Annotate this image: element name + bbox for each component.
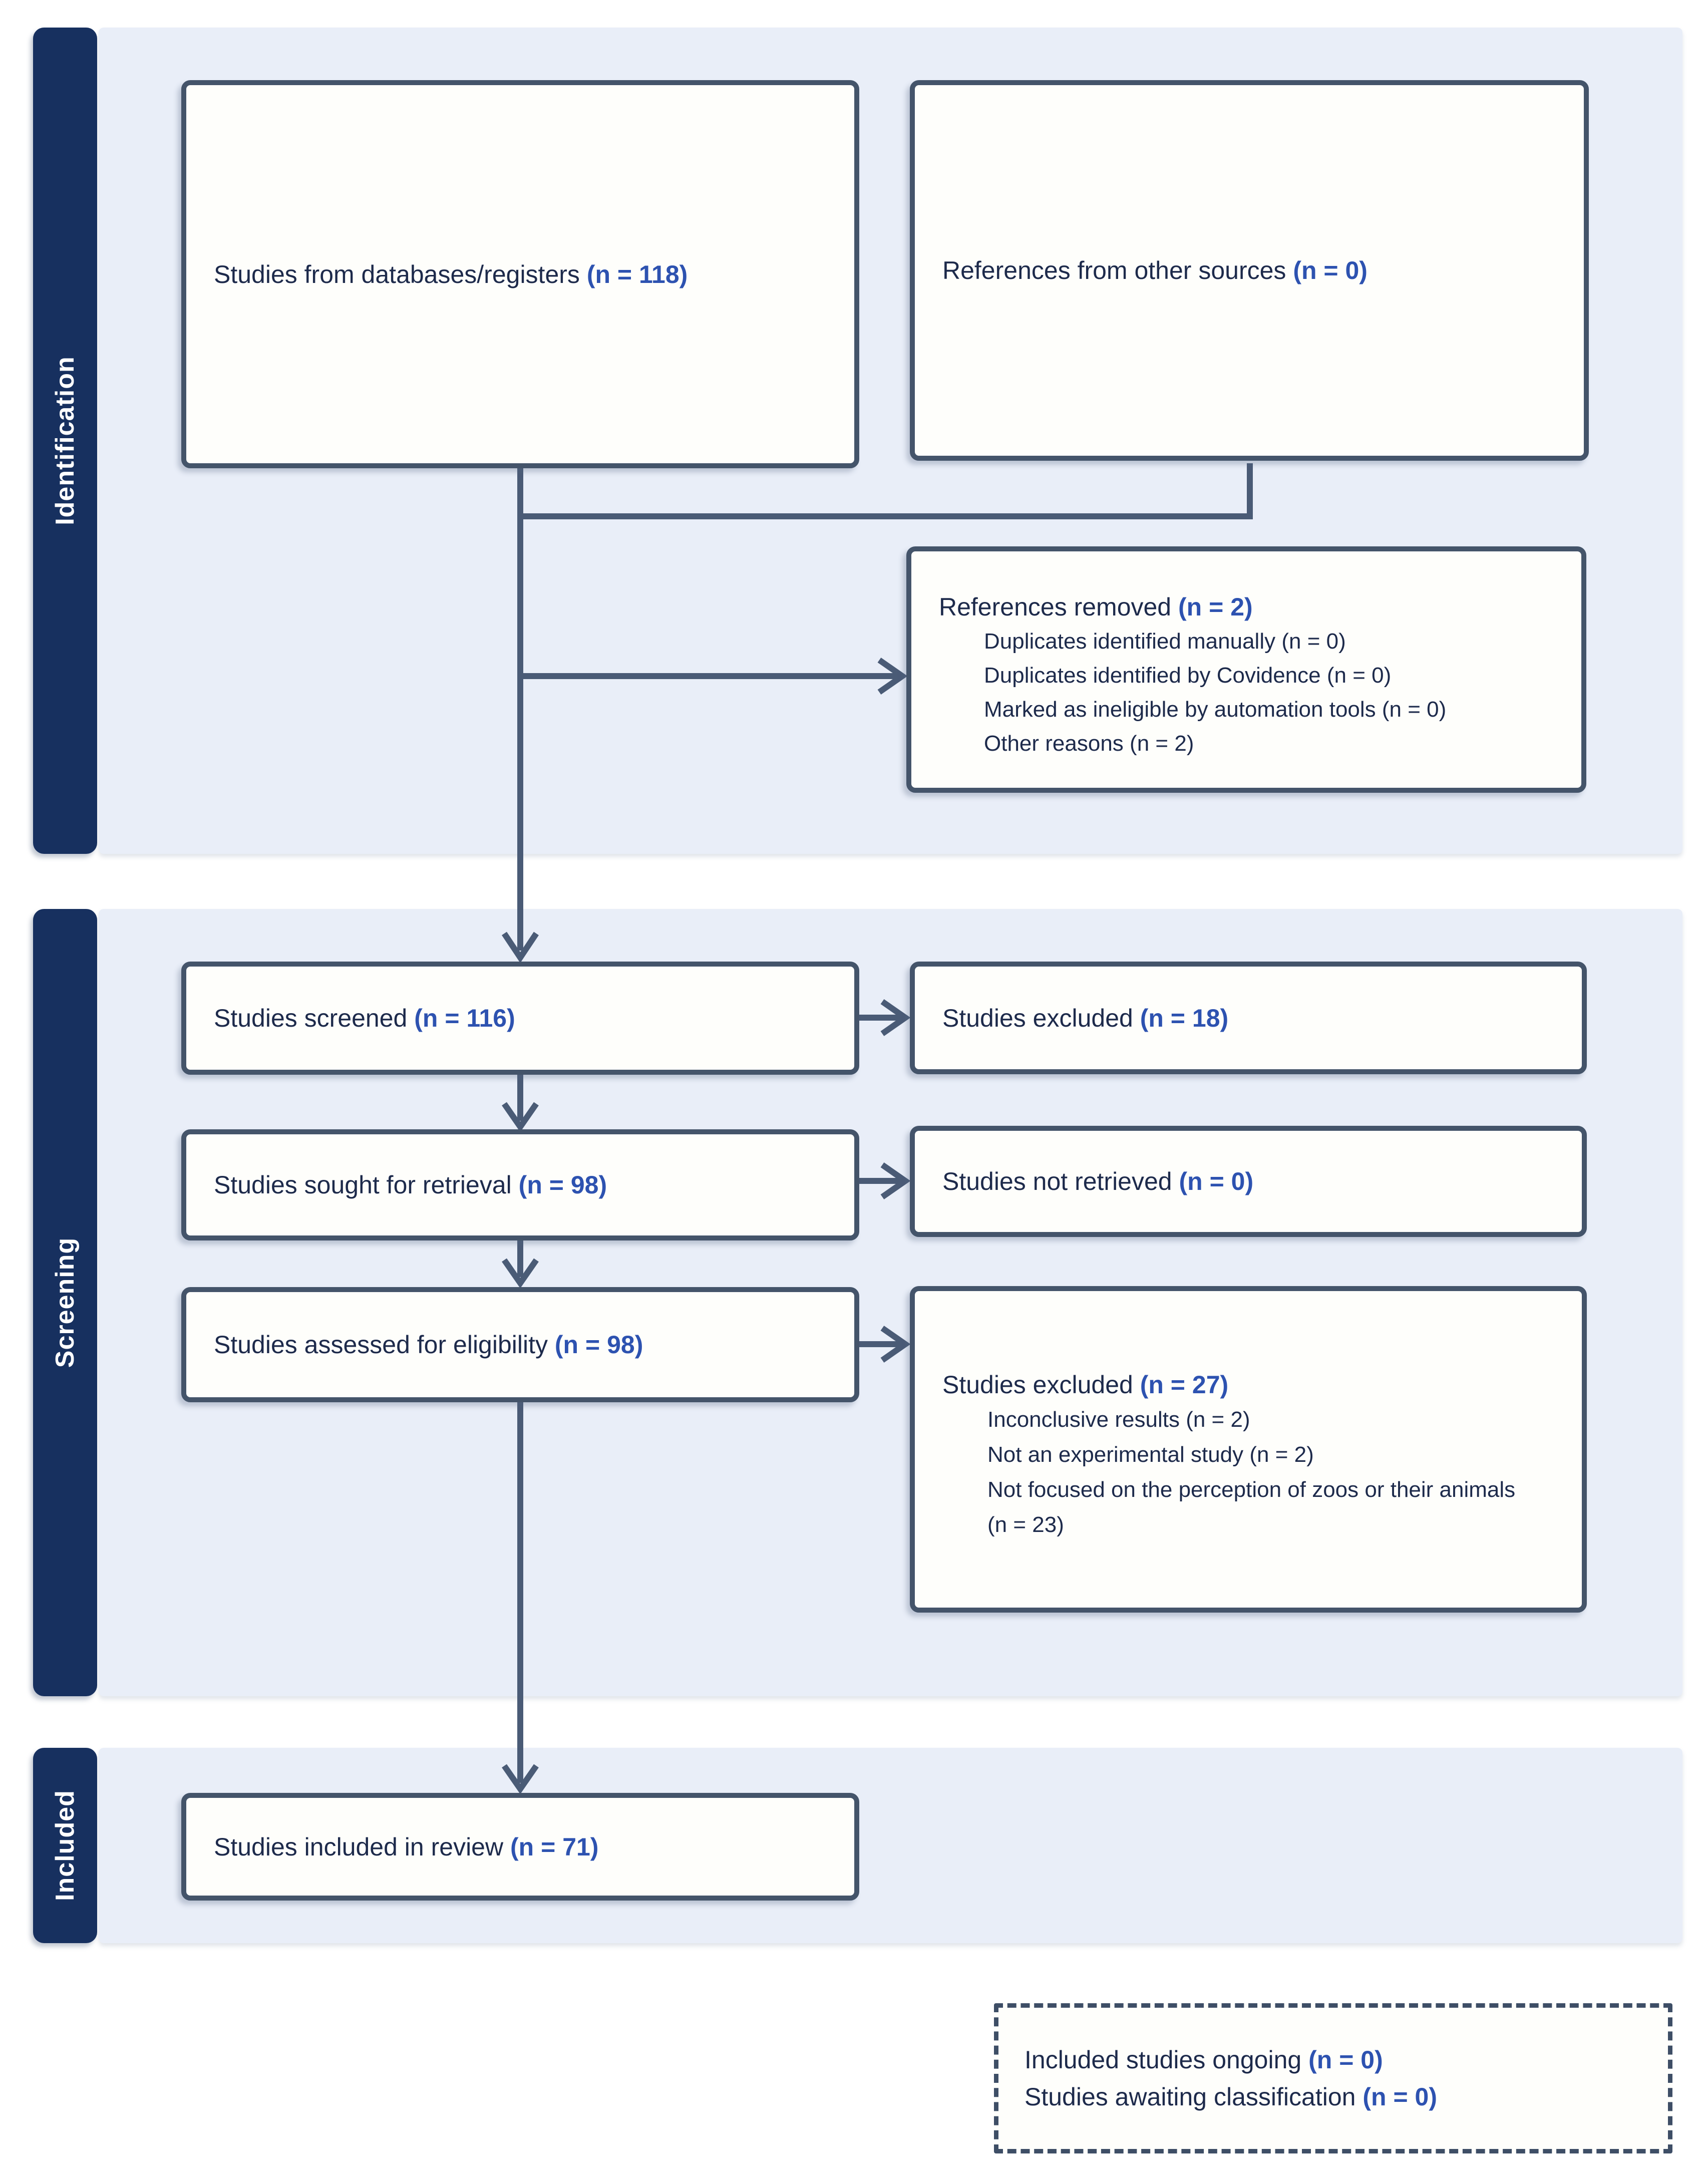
- box-label: Studies assessed for eligibility: [214, 1331, 548, 1359]
- arrowhead-into-excluded27: [880, 1326, 911, 1363]
- arrowhead-into-notretrieved: [880, 1162, 911, 1199]
- box-count: (n = 18): [1140, 1004, 1229, 1032]
- arrowhead-into-removed: [877, 658, 908, 695]
- removed-reason: Duplicates identified by Covidence (n = …: [984, 663, 1392, 688]
- box-label: Studies not retrieved: [942, 1167, 1172, 1195]
- box-studies-assessed: Studies assessed for eligibility (n = 98…: [181, 1287, 859, 1402]
- box-label: Studies excluded: [942, 1004, 1133, 1032]
- box-references-removed: References removed (n = 2) Duplicates id…: [906, 546, 1586, 793]
- box-label: Studies from databases/registers: [214, 260, 580, 288]
- removed-reason: Other reasons (n = 2): [984, 731, 1194, 756]
- box-label: Studies sought for retrieval: [214, 1171, 512, 1199]
- arrowhead-into-screened: [502, 931, 539, 963]
- box-studies-included-review: Studies included in review (n = 71): [181, 1793, 859, 1901]
- arrowhead-into-assessed: [502, 1258, 539, 1289]
- sidebar-tab-identification: Identification: [33, 28, 97, 854]
- box-label: References from other sources: [942, 256, 1286, 284]
- box-label: Studies screened: [214, 1004, 408, 1032]
- box-label: Studies included in review: [214, 1832, 504, 1861]
- box-ongoing-awaiting: Included studies ongoing (n = 0) Studies…: [994, 2003, 1672, 2153]
- box-count: (n = 0): [1362, 2083, 1437, 2111]
- box-count: (n = 98): [518, 1171, 607, 1199]
- box-count: (n = 118): [586, 260, 688, 288]
- box-count: (n = 0): [1293, 256, 1368, 284]
- exclusion-reason: Inconclusive results (n = 2): [987, 1407, 1250, 1432]
- box-count: (n = 116): [414, 1004, 515, 1032]
- box-count: (n = 98): [554, 1331, 643, 1359]
- box-studies-excluded-screening: Studies excluded (n = 18): [910, 962, 1587, 1074]
- sidebar-tab-included: Included: [33, 1748, 97, 1943]
- box-count: (n = 27): [1140, 1371, 1229, 1399]
- arrowhead-into-sought: [502, 1102, 539, 1132]
- box-label: Studies excluded: [942, 1371, 1133, 1399]
- box-label: References removed: [939, 593, 1172, 621]
- connector-other-sources-elbow: [520, 463, 1253, 519]
- sidebar-tab-screening: Screening: [33, 909, 97, 1696]
- box-studies-from-databases: Studies from databases/registers (n = 11…: [181, 80, 859, 468]
- box-studies-sought: Studies sought for retrieval (n = 98): [181, 1129, 859, 1240]
- exclusion-reason: Not focused on the perception of zoos or…: [987, 1477, 1516, 1537]
- arrowhead-into-excluded18: [880, 999, 911, 1036]
- box-studies-excluded-eligibility: Studies excluded (n = 27) Inconclusive r…: [910, 1286, 1587, 1613]
- box-label: Included studies ongoing: [1024, 2046, 1302, 2074]
- box-count: (n = 71): [510, 1832, 599, 1861]
- exclusion-reason: Not an experimental study (n = 2): [987, 1442, 1314, 1467]
- box-studies-screened: Studies screened (n = 116): [181, 962, 859, 1075]
- box-studies-not-retrieved: Studies not retrieved (n = 0): [910, 1126, 1587, 1237]
- arrowhead-into-included: [502, 1764, 539, 1794]
- box-count: (n = 0): [1179, 1167, 1254, 1195]
- box-count: (n = 0): [1308, 2046, 1383, 2074]
- box-label: Studies awaiting classification: [1024, 2083, 1356, 2111]
- removed-reason: Marked as ineligible by automation tools…: [984, 697, 1447, 722]
- removed-reason: Duplicates identified manually (n = 0): [984, 629, 1346, 654]
- box-count: (n = 2): [1178, 593, 1253, 621]
- box-references-other-sources: References from other sources (n = 0): [910, 80, 1589, 461]
